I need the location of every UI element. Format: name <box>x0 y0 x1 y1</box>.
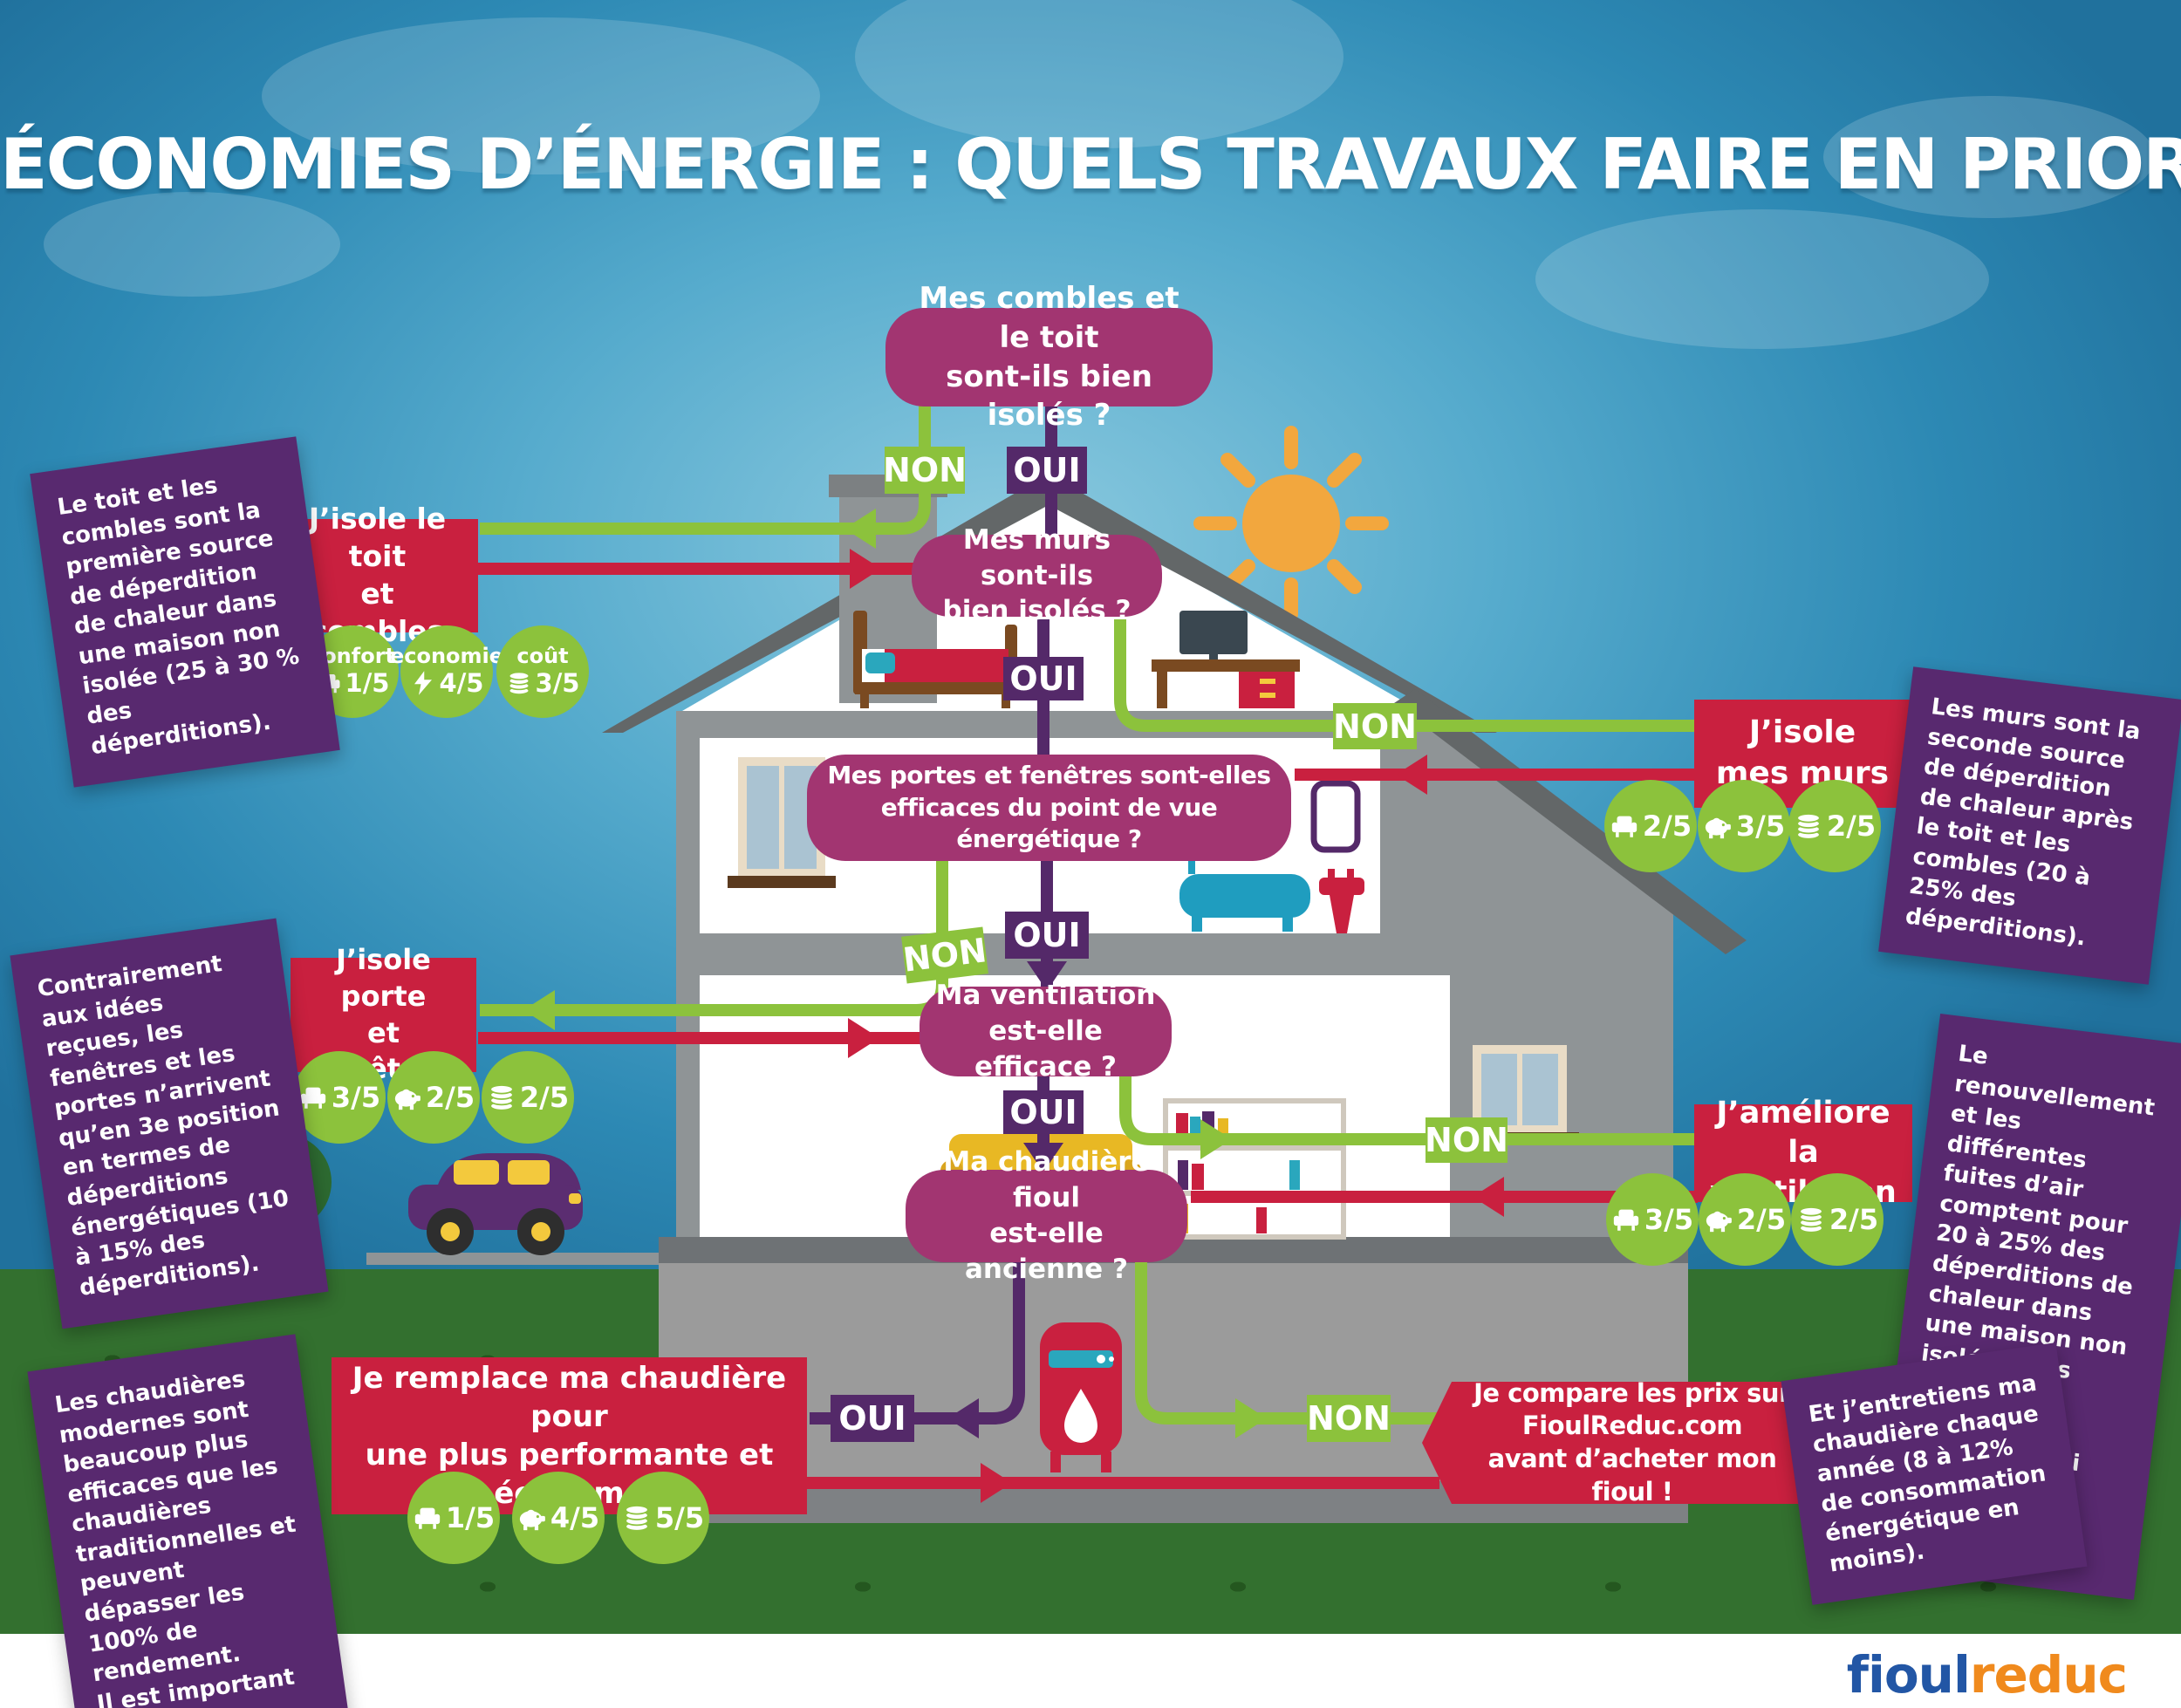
cloud <box>44 192 340 297</box>
car-icon <box>408 1153 583 1255</box>
piggy-bank-icon <box>519 1509 545 1531</box>
rating-confort: 1/5 <box>407 1472 500 1564</box>
action-compare-fioulreduc[interactable]: Je compare les prix sur FioulReduc.com a… <box>1422 1382 1815 1504</box>
bed-icon <box>853 611 1017 708</box>
non-label-3: NON <box>901 926 988 984</box>
logo-part-reduc: reduc <box>1969 1645 2128 1705</box>
bookshelf-icon <box>1163 1098 1346 1240</box>
lightning-icon <box>414 670 432 695</box>
coins-icon <box>625 1505 649 1532</box>
rating-economie: 3/5 <box>1698 780 1790 872</box>
fioulreduc-logo[interactable]: fioulreduc <box>1846 1645 2128 1705</box>
desk-icon <box>1152 611 1300 708</box>
coins-icon <box>489 1084 514 1111</box>
cloud <box>1535 209 1989 349</box>
rating-confort: 3/5 <box>293 1051 386 1144</box>
oui-label-4: OUI <box>1003 1090 1084 1134</box>
non-label-1: NON <box>883 447 967 494</box>
cloud <box>1823 96 2155 218</box>
cloud <box>855 0 1343 148</box>
boiler-icon <box>1040 1322 1122 1472</box>
oui-label-2: OUI <box>1003 657 1084 700</box>
question-combles-toit: Mes combles et le toit sont-ils bien iso… <box>885 281 1213 433</box>
note-toit-combles: Le toit et les combles sont la première … <box>30 436 340 788</box>
footer-strip <box>0 1634 2181 1708</box>
non-label-4: NON <box>1425 1117 1508 1163</box>
piggy-bank-icon <box>394 1089 420 1110</box>
piggy-bank-icon <box>1706 1211 1732 1233</box>
coins-icon <box>1799 1206 1823 1233</box>
question-chaudiere: Ma chaudière fioul est-elle ancienne ? <box>906 1146 1187 1285</box>
note-murs: Les murs sont la seconde source de déper… <box>1878 666 2181 985</box>
question-portes-fenetres: Mes portes et fenêtres sont-elles effica… <box>807 755 1291 861</box>
rating-cout: coût 3/5 <box>496 625 589 718</box>
rating-cout: 5/5 <box>617 1472 709 1564</box>
armchair-icon <box>300 1087 326 1109</box>
driveway <box>366 1253 680 1265</box>
armchair-icon <box>414 1507 441 1529</box>
armchair-icon <box>1613 1209 1639 1231</box>
armchair-icon <box>1611 816 1637 837</box>
page-title: ÉCONOMIES D’ÉNERGIE : QUELS TRAVAUX FAIR… <box>0 124 2181 205</box>
coins-icon <box>508 671 530 695</box>
question-murs: Mes murs sont-ils bien isolés ? <box>912 524 1162 626</box>
rating-economie: 4/5 <box>512 1472 605 1564</box>
note-entretien-chaudiere: Et j’entretiens ma chaudière chaque anné… <box>1781 1342 2088 1606</box>
action-isole-murs: J’isole mes murs <box>1694 700 1911 808</box>
rating-confort: 3/5 <box>1606 1173 1699 1266</box>
rating-economie: economie 4/5 <box>390 625 503 718</box>
rating-cout: 2/5 <box>1791 1173 1884 1266</box>
oui-label-5: OUI <box>831 1395 914 1442</box>
rating-economie: 2/5 <box>387 1051 480 1144</box>
logo-part-fioul: fioul <box>1846 1645 1971 1705</box>
rating-cout: 2/5 <box>1788 780 1881 872</box>
non-label-2: NON <box>1333 703 1417 749</box>
note-portes-fenetres: Contrairement aux idées reçues, les fenê… <box>10 918 329 1329</box>
rating-confort: 2/5 <box>1604 780 1697 872</box>
cloud <box>262 17 820 174</box>
question-ventilation: Ma ventilation est-elle efficace ? <box>920 980 1172 1083</box>
oui-label-3: OUI <box>1005 912 1089 959</box>
rating-economie: 2/5 <box>1699 1173 1791 1266</box>
coins-icon <box>1796 813 1821 840</box>
rating-cout: 2/5 <box>482 1051 574 1144</box>
piggy-bank-icon <box>1705 817 1731 839</box>
non-label-5: NON <box>1307 1395 1391 1442</box>
oui-label-1: OUI <box>1007 447 1087 494</box>
sink-icon <box>1319 869 1364 933</box>
mirror-icon <box>1310 780 1361 853</box>
